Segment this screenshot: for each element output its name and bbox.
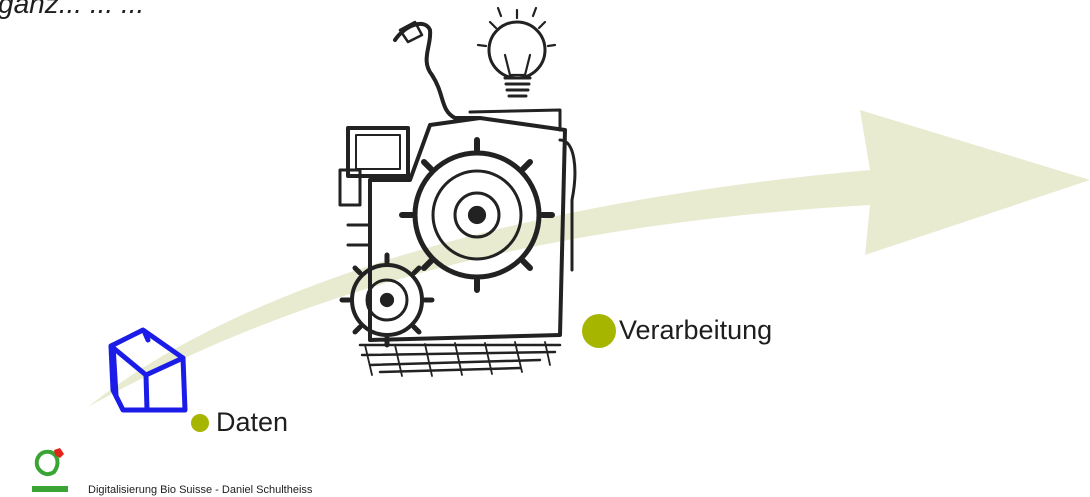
data-bullet xyxy=(191,414,209,432)
progress-arrow xyxy=(88,110,1090,407)
cube-icon xyxy=(108,327,188,413)
processing-bullet xyxy=(582,314,616,348)
bio-suisse-logo xyxy=(32,448,68,492)
step-label-processing: Verarbeitung xyxy=(619,315,773,345)
footer-text: Digitalisierung Bio Suisse - Daniel Schu… xyxy=(88,484,313,496)
machine-icon xyxy=(338,6,577,377)
step-label-data: Daten xyxy=(216,407,289,437)
slide-title: gänz... ... ... xyxy=(0,0,145,19)
